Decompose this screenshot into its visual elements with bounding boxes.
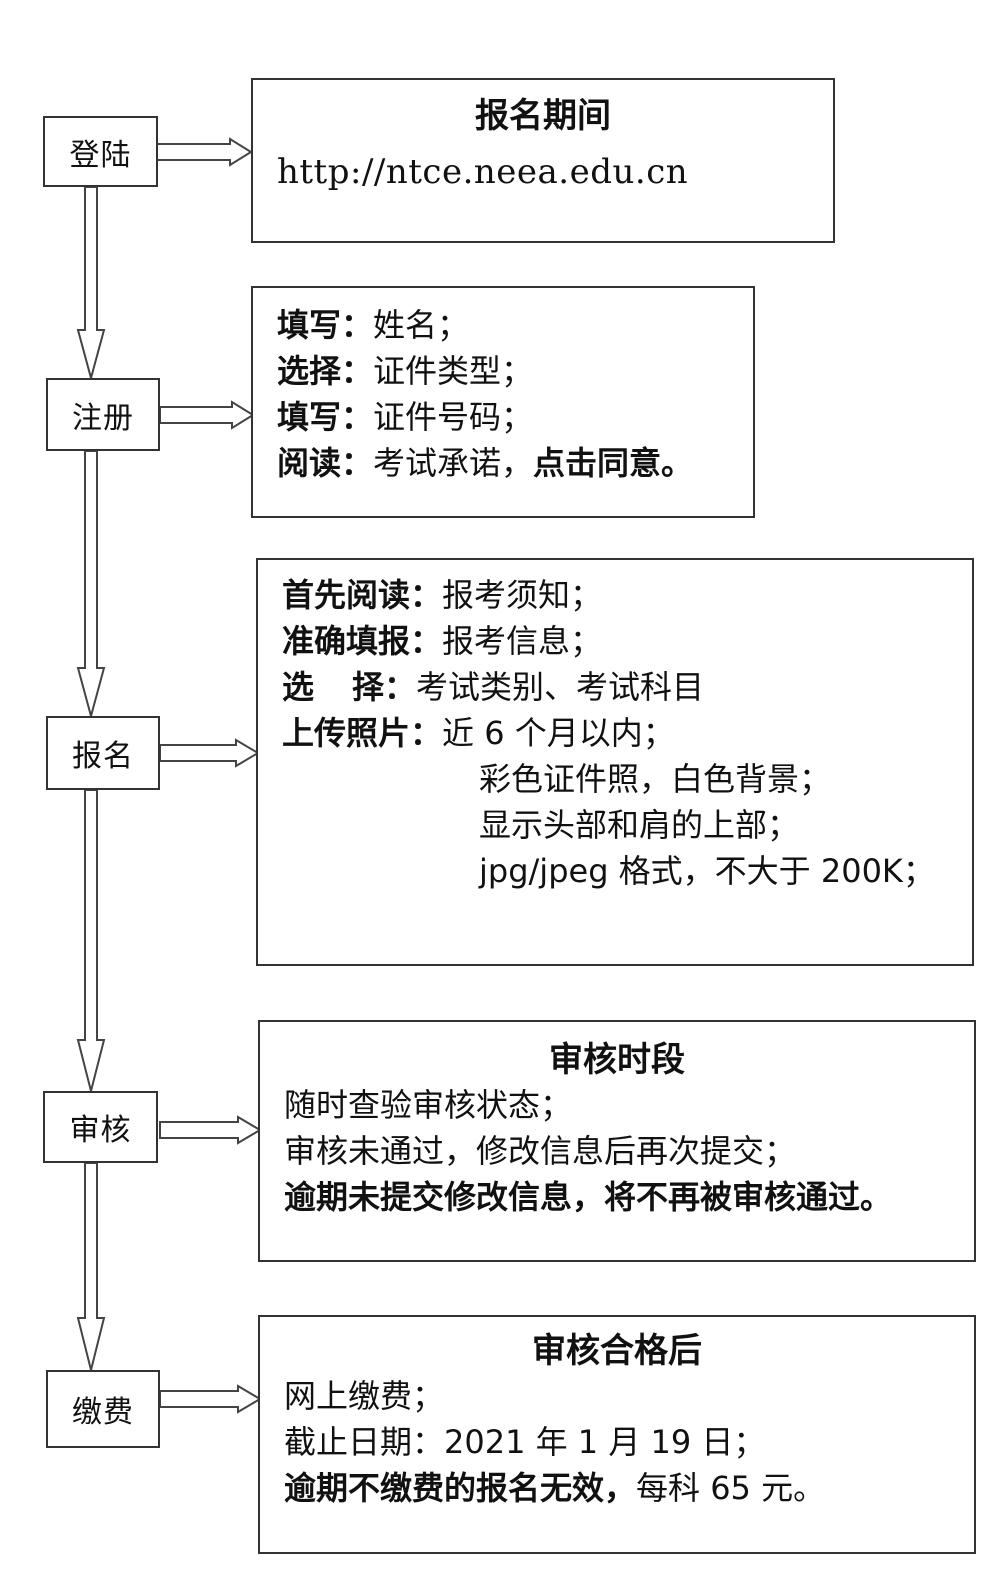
register-line: 选择：证件类型；	[277, 348, 729, 394]
photo-requirement: 显示头部和肩的上部；	[479, 806, 800, 844]
payment-fee: 每科 65 元。	[636, 1469, 826, 1507]
down-arrow-icon	[76, 1162, 106, 1371]
apply-line: 上传照片：近 6 个月以内；	[282, 710, 948, 756]
payment-info-title: 审核合格后	[532, 1331, 702, 1371]
payment-info-box: 审核合格后 网上缴费； 截止日期：2021 年 1 月 19 日； 逾期不缴费的…	[258, 1315, 976, 1554]
step-label: 审核	[69, 1113, 132, 1148]
right-arrow-icon	[159, 400, 255, 430]
payment-warning: 逾期不缴费的报名无效，	[284, 1469, 637, 1507]
review-line: 随时查验审核状态；	[284, 1086, 573, 1124]
step-login: 登陆	[43, 116, 158, 187]
review-info-title: 审核时段	[549, 1040, 685, 1080]
step-payment: 缴费	[46, 1370, 160, 1448]
line-key: 填写：	[277, 306, 374, 344]
photo-requirement: 彩色证件照，白色背景；	[479, 760, 832, 798]
line-key: 首先阅读：	[282, 576, 443, 614]
review-warning: 逾期未提交修改信息，将不再被审核通过。	[284, 1178, 893, 1216]
step-review: 审核	[43, 1091, 158, 1163]
line-key: 填写：	[277, 398, 374, 436]
payment-line: 网上缴费；	[284, 1377, 445, 1415]
right-arrow-icon	[159, 1115, 262, 1145]
step-register: 注册	[46, 378, 160, 451]
line-value: 姓名；	[373, 306, 470, 344]
line-key: 上传照片：	[282, 714, 443, 752]
down-arrow-icon	[76, 186, 106, 382]
line-value: 考试承诺，	[373, 444, 534, 482]
photo-requirement: jpg/jpeg 格式，不大于 200K；	[479, 852, 935, 890]
apply-info-box: 首先阅读：报考须知； 准确填报：报考信息； 选择：考试类别、考试科目 上传照片：…	[256, 558, 974, 966]
payment-deadline: 截止日期：2021 年 1 月 19 日；	[284, 1423, 766, 1461]
login-info-box: 报名期间 http://ntce.neea.edu.cn	[251, 78, 835, 243]
step-label: 注册	[72, 400, 134, 436]
apply-line: 选择：考试类别、考试科目	[282, 664, 948, 710]
agree-instruction: 点击同意。	[533, 444, 694, 482]
step-apply: 报名	[46, 716, 160, 790]
line-value: 近 6 个月以内；	[442, 714, 675, 752]
login-info-title: 报名期间	[475, 96, 611, 136]
apply-line: 准确填报：报考信息；	[282, 618, 948, 664]
right-arrow-icon	[159, 738, 260, 768]
down-arrow-icon	[76, 450, 106, 720]
register-line: 填写：姓名；	[277, 302, 729, 348]
payment-warning-line: 逾期不缴费的报名无效，每科 65 元。	[284, 1465, 950, 1511]
apply-line: 首先阅读：报考须知；	[282, 572, 948, 618]
line-value: 报考信息；	[442, 622, 603, 660]
line-key: 择：	[352, 668, 417, 706]
line-key: 选	[282, 668, 353, 706]
site-url: http://ntce.neea.edu.cn	[277, 152, 689, 192]
line-value: 证件类型；	[373, 352, 534, 390]
line-value: 证件号码；	[373, 398, 534, 436]
right-arrow-icon	[159, 1384, 262, 1414]
register-info-box: 填写：姓名； 选择：证件类型； 填写：证件号码； 阅读：考试承诺，点击同意。	[251, 286, 755, 518]
register-line: 阅读：考试承诺，点击同意。	[277, 440, 729, 486]
line-key: 选择：	[277, 352, 374, 390]
line-value: 考试类别、考试科目	[416, 668, 705, 706]
down-arrow-icon	[76, 789, 106, 1092]
review-line: 审核未通过，修改信息后再次提交；	[284, 1132, 797, 1170]
step-label: 登陆	[69, 137, 132, 173]
register-line: 填写：证件号码；	[277, 394, 729, 440]
line-value: 报考须知；	[442, 576, 603, 614]
review-info-box: 审核时段 随时查验审核状态； 审核未通过，修改信息后再次提交； 逾期未提交修改信…	[258, 1020, 976, 1262]
line-key: 阅读：	[277, 444, 374, 482]
step-label: 报名	[72, 739, 134, 774]
step-label: 缴费	[72, 1395, 134, 1430]
line-key: 准确填报：	[282, 622, 443, 660]
right-arrow-icon	[156, 137, 253, 167]
